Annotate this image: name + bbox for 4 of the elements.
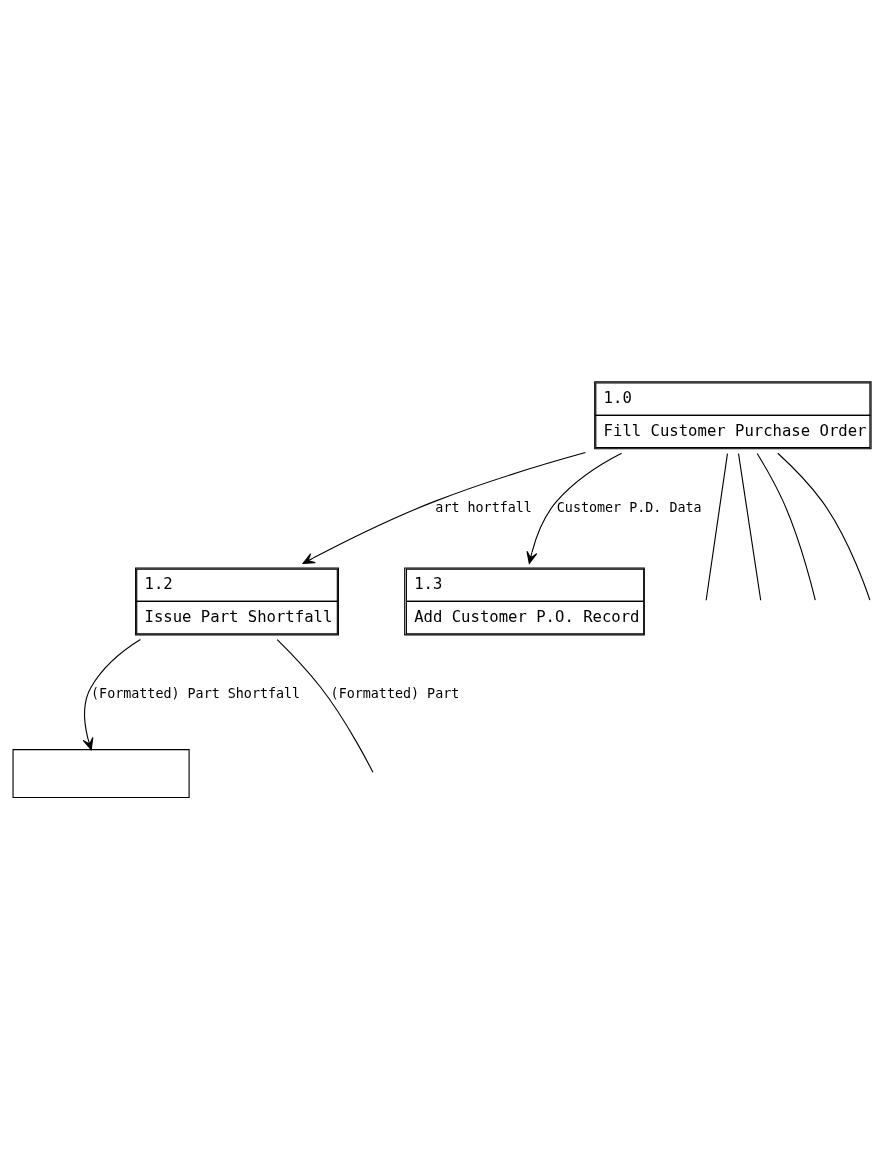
edge-label: art hortfall [435,499,532,515]
edge-label: (Formatted) Part [330,685,460,701]
edge-label: (Formatted) Part Shortfall [91,685,301,701]
edge-label: Customer P.D. Data [556,499,702,515]
